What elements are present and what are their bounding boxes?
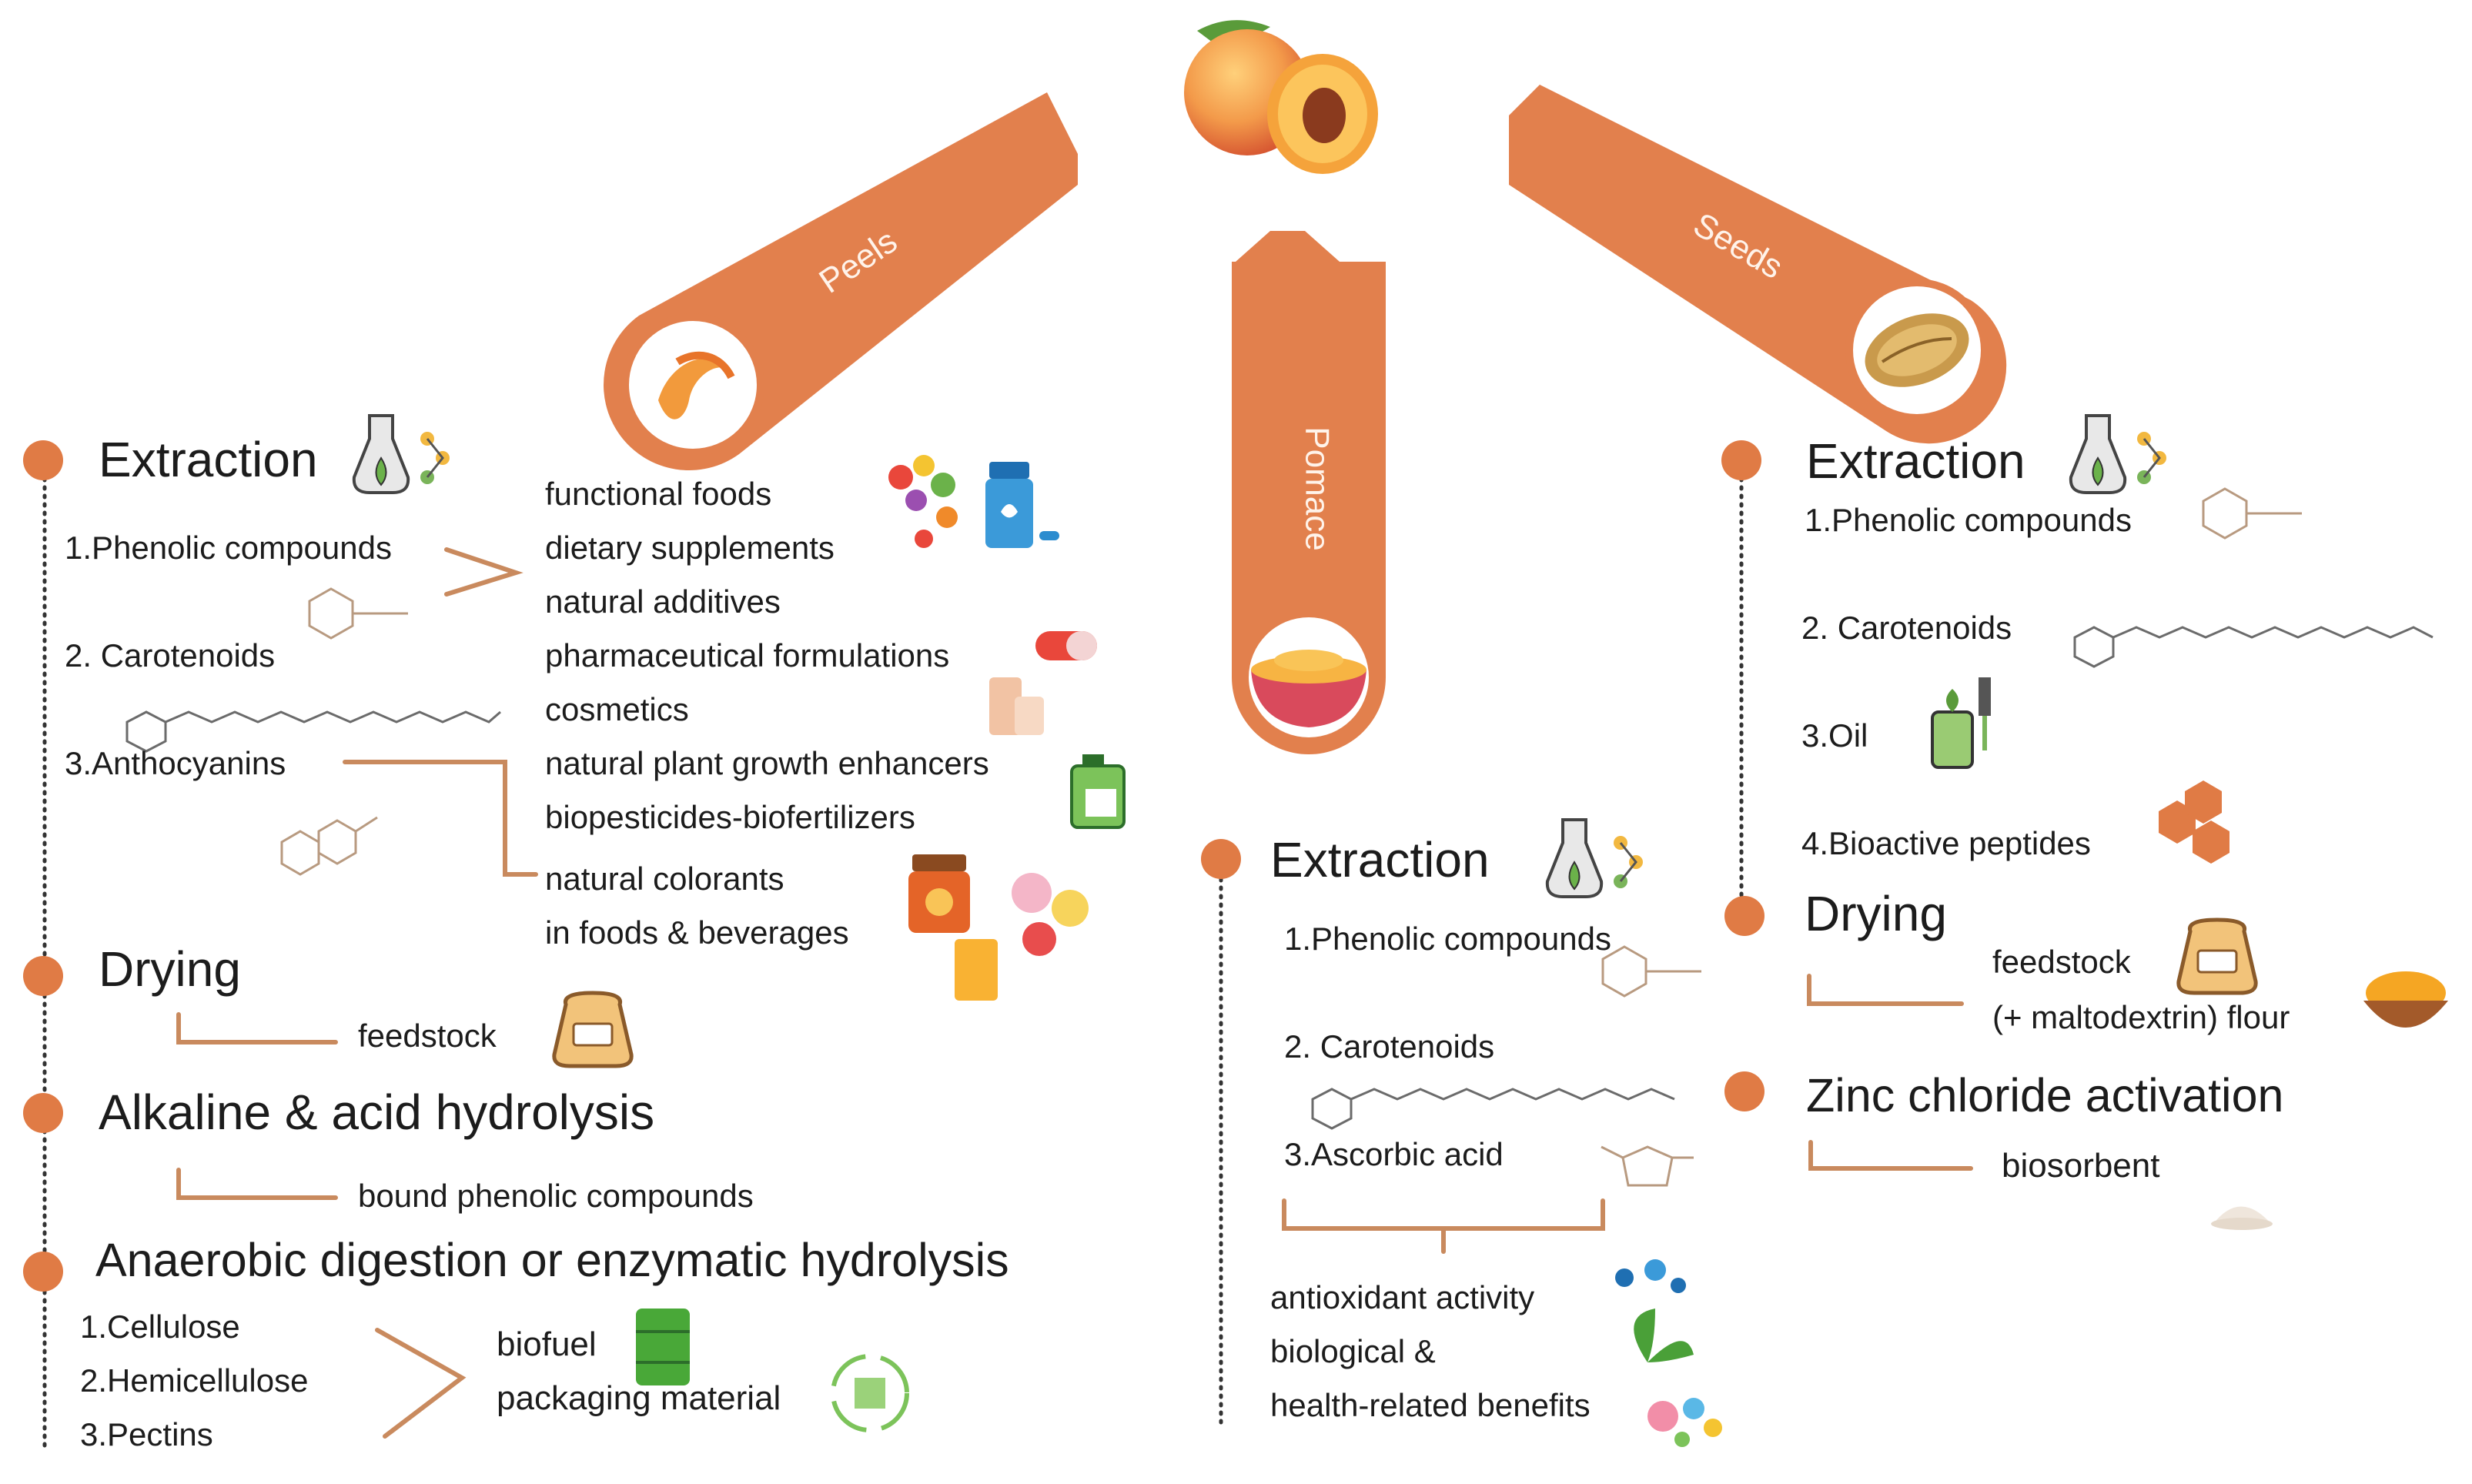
flask-leaf-icon	[1545, 818, 1643, 898]
pomace-label: Pomace	[1298, 426, 1336, 551]
peels-drying-title: Drying	[99, 941, 241, 997]
seeds-zinc-bracket	[1808, 1140, 1973, 1171]
peels-arm	[604, 92, 1078, 470]
pomace-extraction-item: 3.Ascorbic acid	[1284, 1136, 1504, 1172]
peels-digestion-arrow	[375, 1328, 467, 1439]
peels-application: natural colorants	[545, 861, 784, 897]
fuel-barrel-icon	[636, 1309, 690, 1385]
carotenoid-chain-icon	[125, 710, 501, 753]
peels-hydrolysis-title: Alkaline & acid hydrolysis	[99, 1085, 655, 1140]
pomace-benefit: biological &	[1270, 1333, 1436, 1369]
supplement-bottle-icon	[985, 462, 1059, 548]
peels-hydrolysis-dot	[23, 1093, 63, 1133]
carotenoid-chain-icon	[2073, 626, 2434, 668]
seeds-zinc-product: biosorbent	[2002, 1147, 2160, 1185]
seeds-zinc-title: Zinc chloride activation	[1806, 1069, 2284, 1121]
pomace-bracket	[1282, 1198, 1605, 1231]
peels-hydrolysis-product: bound phenolic compounds	[358, 1178, 754, 1214]
feed-sack-icon	[2176, 917, 2258, 995]
pomace-benefit: health-related benefits	[1270, 1387, 1591, 1423]
seeds-drying-bracket	[1807, 974, 1964, 1006]
pomace-extraction-item: 1.Phenolic compounds	[1284, 921, 1611, 957]
peels-digestion-item: 1.Cellulose	[80, 1309, 240, 1345]
peels-digestion-dot	[23, 1252, 63, 1292]
peach-pit-icon	[1865, 313, 1969, 387]
molecule-icon	[2202, 487, 2302, 540]
peels-drying-bracket	[176, 1012, 338, 1044]
peels-application: biopesticides-biofertilizers	[545, 799, 915, 835]
pomace-extraction-title: Extraction	[1270, 832, 1490, 887]
molecule-icon	[1601, 945, 1701, 998]
seeds-extraction-dot	[1721, 440, 1761, 480]
cosmetics-icon	[989, 677, 1044, 735]
plant-network-icon	[1615, 1259, 1694, 1362]
peels-application: natural plant growth enhancers	[545, 745, 989, 781]
feed-sack-icon	[552, 991, 634, 1068]
seeds-extraction-item: 4.Bioactive peptides	[1801, 825, 2091, 861]
fertilizer-canister-icon	[1070, 754, 1126, 829]
seeds-zinc-dot	[1724, 1071, 1765, 1111]
puree-bowl-icon	[1251, 650, 1366, 727]
orange-peel-icon	[658, 351, 735, 419]
peels-phenolic-arrow	[444, 547, 524, 597]
peels-extraction-title: Extraction	[99, 432, 318, 487]
seeds-extraction-title: Extraction	[1806, 433, 2025, 489]
peels-application: natural additives	[545, 583, 781, 620]
peels-hydrolysis-bracket	[176, 1168, 338, 1200]
peels-anthocyanin-connector	[343, 760, 538, 877]
peels-extraction-item: 2. Carotenoids	[65, 637, 276, 673]
pomace-extraction-item: 2. Carotenoids	[1284, 1028, 1495, 1065]
seeds-drying-title: Drying	[1805, 886, 1947, 941]
ascorbic-acid-molecule-icon	[1601, 1145, 1694, 1187]
seeds-arm	[1509, 85, 2007, 444]
molecule-icon	[308, 587, 408, 640]
seeds-drying-product: (+ maltodextrin) flour	[1992, 999, 2290, 1035]
anthocyanin-molecule-icon	[280, 816, 378, 876]
pomace-arm	[1232, 231, 1386, 754]
seeds-extraction-item: 1.Phenolic compounds	[1805, 502, 2132, 538]
jam-jar-icon	[908, 854, 970, 933]
peels-drying-product: feedstock	[358, 1018, 497, 1054]
seeds-drying-product: feedstock	[1992, 944, 2131, 980]
peach-icon	[1184, 20, 1378, 174]
peptide-hexagons-icon	[2159, 780, 2229, 864]
peels-application: pharmaceutical formulations	[545, 637, 950, 673]
carotenoid-chain-icon	[1311, 1088, 1675, 1130]
seeds-drying-dot	[1724, 896, 1765, 936]
peels-extraction-item: 1.Phenolic compounds	[65, 530, 392, 566]
peels-application: dietary supplements	[545, 530, 835, 566]
peels-digestion-product: packaging material	[497, 1379, 781, 1417]
peels-application: cosmetics	[545, 691, 689, 727]
oil-dropper-icon	[1931, 677, 1991, 769]
flask-leaf-icon	[352, 414, 450, 494]
peels-digestion-product: biofuel	[497, 1325, 597, 1363]
peels-digestion-item: 3.Pectins	[80, 1416, 213, 1452]
health-science-icon	[1647, 1398, 1722, 1447]
flour-bowl-icon	[2363, 971, 2448, 1028]
seeds-extraction-item: 3.Oil	[1801, 717, 1868, 754]
pills-icon	[1035, 631, 1097, 660]
peels-digestion-title: Anaerobic digestion or enzymatic hydroly…	[95, 1234, 1009, 1286]
flask-leaf-icon	[2069, 414, 2166, 494]
peels-digestion-item: 2.Hemicellulose	[80, 1362, 309, 1399]
peels-extraction-dot	[23, 440, 63, 480]
seeds-extraction-item: 2. Carotenoids	[1801, 610, 2012, 646]
peels-application: in foods & beverages	[545, 914, 849, 951]
biosorbent-powder-icon	[2211, 1206, 2273, 1230]
recycle-box-icon	[831, 1354, 909, 1432]
peels-application: functional foods	[545, 476, 772, 512]
beverages-icon	[955, 873, 1089, 1001]
peels-drying-dot	[23, 956, 63, 996]
pomace-benefit: antioxidant activity	[1270, 1279, 1535, 1315]
peels-extraction-item: 3.Anthocyanins	[65, 745, 286, 781]
fruits-vegetables-icon	[888, 455, 958, 548]
pomace-extraction-dot	[1201, 839, 1241, 879]
